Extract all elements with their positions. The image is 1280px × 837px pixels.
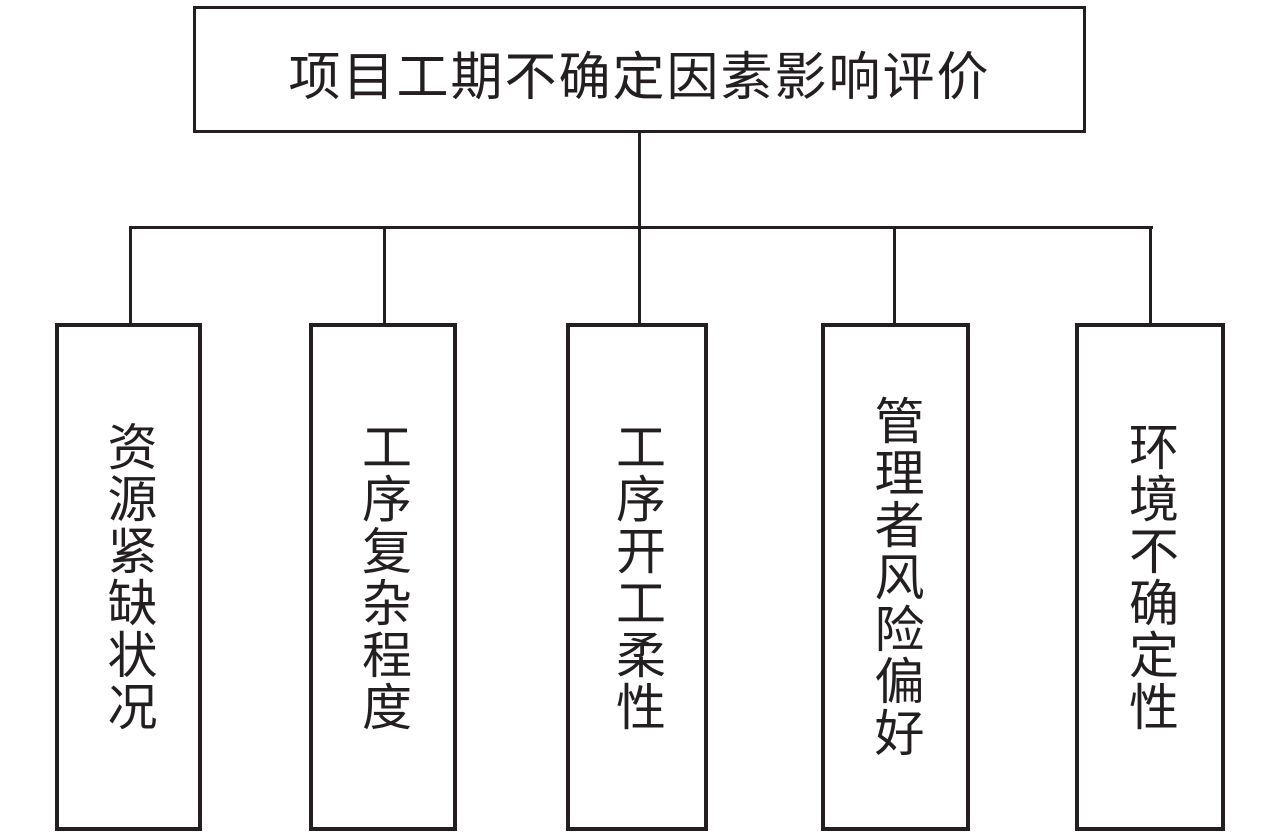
connector-stem xyxy=(638,133,641,226)
factor-node-process-complexity: 工序复杂程度 xyxy=(309,323,457,831)
factor-label: 工序开工柔性 xyxy=(609,421,665,733)
factor-node-manager-risk-preference: 管理者风险偏好 xyxy=(821,323,970,831)
factor-node-environment-uncertainty: 环境不确定性 xyxy=(1075,323,1225,831)
factor-node-resource-scarcity: 资源紧缺状况 xyxy=(55,323,202,831)
connector-drop-4 xyxy=(893,229,896,323)
connector-drop-5 xyxy=(1149,229,1152,323)
diagram-title: 项目工期不确定因素影响评价 xyxy=(288,50,991,107)
factor-label: 工序复杂程度 xyxy=(355,421,411,733)
connector-drop-2 xyxy=(383,229,386,323)
connector-drop-1 xyxy=(129,229,132,323)
factor-label: 环境不确定性 xyxy=(1122,421,1178,733)
factor-node-start-flexibility: 工序开工柔性 xyxy=(566,323,708,831)
factor-label: 管理者风险偏好 xyxy=(867,395,924,759)
connector-drop-3 xyxy=(638,229,641,323)
root-node-box: 项目工期不确定因素影响评价 xyxy=(193,6,1086,133)
connector-bar xyxy=(129,226,1153,229)
factor-label: 资源紧缺状况 xyxy=(100,421,157,733)
